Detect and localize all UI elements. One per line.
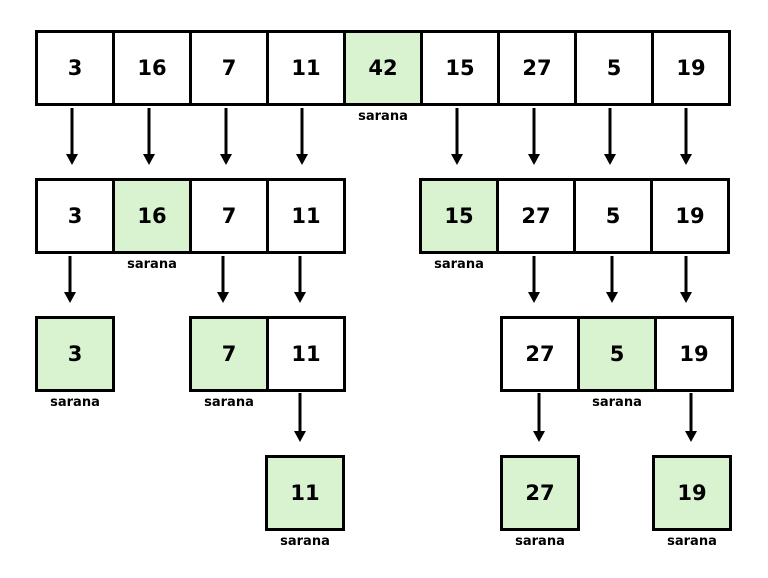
pivot-caption: sarana <box>592 395 642 410</box>
pivot-caption: sarana <box>50 395 100 410</box>
array-cell: 27 <box>496 178 576 254</box>
array-cell: 7 <box>189 30 269 106</box>
array-cell: 19 <box>654 316 734 392</box>
pivot-caption: sarana <box>515 534 565 549</box>
array-cell: 27 <box>497 30 577 106</box>
arrow-head <box>680 292 692 303</box>
arrow-head <box>680 154 692 165</box>
array-cell: 5 <box>573 178 653 254</box>
arrow-head <box>685 431 697 442</box>
array-cell: 3 <box>35 30 115 106</box>
arrow-head <box>533 431 545 442</box>
array-cell: 11 <box>266 30 346 106</box>
pivot-caption: sarana <box>204 395 254 410</box>
pivot-cell: 11 <box>265 455 345 531</box>
arrow-head <box>217 292 229 303</box>
arrow-head <box>294 292 306 303</box>
array-cell: 11 <box>266 178 346 254</box>
pivot-caption: sarana <box>280 534 330 549</box>
array-cell: 5 <box>574 30 654 106</box>
array-cell: 16 <box>112 30 192 106</box>
arrow-head <box>143 154 155 165</box>
arrow-head <box>294 431 306 442</box>
pivot-cell: 15 <box>419 178 499 254</box>
pivot-cell: 7 <box>189 316 269 392</box>
array-cell: 15 <box>420 30 500 106</box>
arrow-head <box>528 154 540 165</box>
array-cell: 3 <box>35 178 115 254</box>
arrow-head <box>606 292 618 303</box>
pivot-cell: 19 <box>652 455 732 531</box>
arrow-head <box>220 154 232 165</box>
arrow-head <box>604 154 616 165</box>
pivot-cell: 42 <box>343 30 423 106</box>
pivot-caption: sarana <box>667 534 717 549</box>
pivot-caption: sarana <box>358 109 408 124</box>
pivot-cell: 5 <box>577 316 657 392</box>
pivot-cell: 27 <box>500 455 580 531</box>
arrow-head <box>451 154 463 165</box>
array-cell: 11 <box>266 316 346 392</box>
pivot-caption: sarana <box>127 257 177 272</box>
array-cell: 27 <box>500 316 580 392</box>
arrow-head <box>528 292 540 303</box>
pivot-cell: 16 <box>112 178 192 254</box>
pivot-cell: 3 <box>35 316 115 392</box>
array-cell: 7 <box>189 178 269 254</box>
arrow-head <box>64 292 76 303</box>
array-cell: 19 <box>651 30 731 106</box>
arrow-head <box>66 154 78 165</box>
array-cell: 19 <box>650 178 730 254</box>
arrow-head <box>296 154 308 165</box>
pivot-caption: sarana <box>434 257 484 272</box>
